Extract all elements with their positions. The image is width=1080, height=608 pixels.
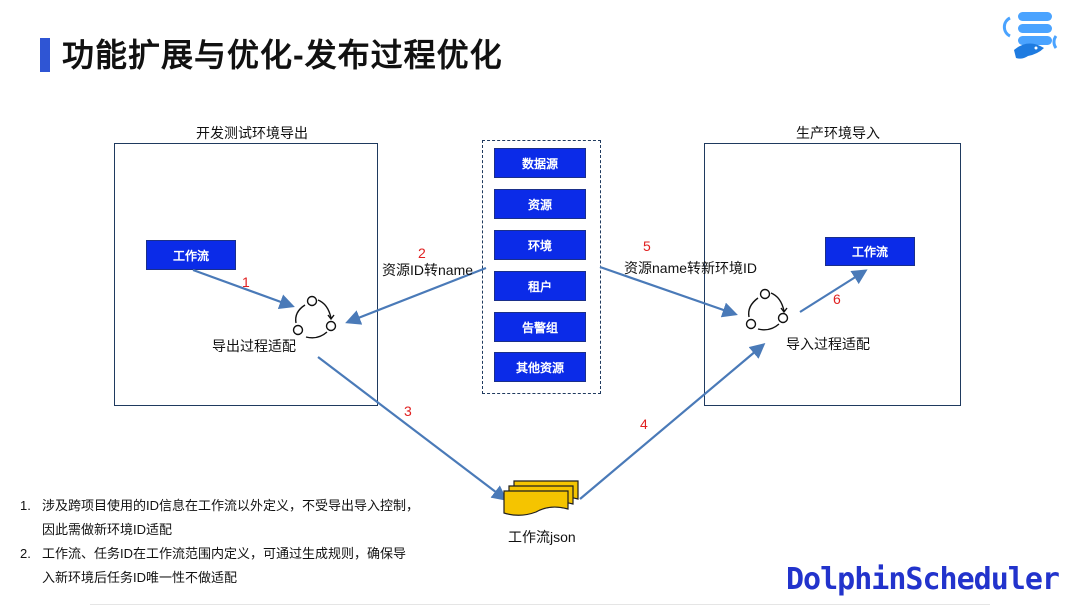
step-6-number: 6: [833, 291, 841, 307]
page-title: 功能扩展与优化-发布过程优化: [62, 37, 503, 73]
title-accent-bar: [40, 38, 50, 72]
note-2-marker: 2.: [20, 546, 31, 561]
step-4-number: 4: [640, 416, 648, 432]
resource-environment[interactable]: 环境: [494, 230, 586, 260]
arrow-5: [599, 265, 738, 318]
right-workflow-node[interactable]: 工作流: [825, 237, 915, 266]
arrow-4: [579, 343, 766, 500]
brand-wordmark: DolphinScheduler: [786, 562, 1060, 597]
note-2-line-1: 工作流、任务ID在工作流范围内定义，可通过生成规则，确保导: [42, 546, 407, 561]
step-2-label: 资源ID转name: [382, 262, 474, 278]
step-1-number: 1: [242, 274, 250, 290]
arrow-3: [317, 356, 508, 501]
step-5-label: 资源name转新环境ID: [624, 260, 758, 276]
step-5-number: 5: [643, 238, 651, 254]
arrow-2: [345, 266, 487, 325]
left-workflow-node[interactable]: 工作流: [146, 240, 236, 270]
left-panel: [114, 143, 378, 406]
resource-resource[interactable]: 资源: [494, 189, 586, 219]
right-cycle-icon: [745, 288, 789, 331]
resource-tenant[interactable]: 租户: [494, 271, 586, 301]
note-2-line-2: 入新环境后任务ID唯一性不做适配: [42, 570, 238, 585]
note-1-marker: 1.: [20, 498, 31, 513]
resource-datasource[interactable]: 数据源: [494, 148, 586, 178]
resource-alert-group[interactable]: 告警组: [494, 312, 586, 342]
right-panel: [704, 143, 961, 406]
step-3-number: 3: [404, 403, 412, 419]
resource-other[interactable]: 其他资源: [494, 352, 586, 382]
note-1-line-2: 因此需做新环境ID适配: [42, 522, 173, 537]
json-file-icon: [503, 480, 579, 516]
arrow-6: [799, 269, 868, 313]
dolphin-logo-icon: [1002, 12, 1058, 59]
right-panel-caption: 生产环境导入: [796, 125, 880, 141]
step-2-number: 2: [418, 245, 426, 261]
left-process-label: 导出过程适配: [212, 338, 296, 354]
footer-divider: [90, 604, 990, 605]
right-process-label: 导入过程适配: [786, 336, 870, 352]
left-panel-caption: 开发测试环境导出: [196, 125, 308, 141]
arrow-1: [192, 268, 295, 310]
left-cycle-icon: [292, 295, 337, 339]
note-1-line-1: 涉及跨项目使用的ID信息在工作流以外定义，不受导出导入控制，: [42, 498, 420, 513]
json-file-label: 工作流json: [508, 529, 576, 545]
